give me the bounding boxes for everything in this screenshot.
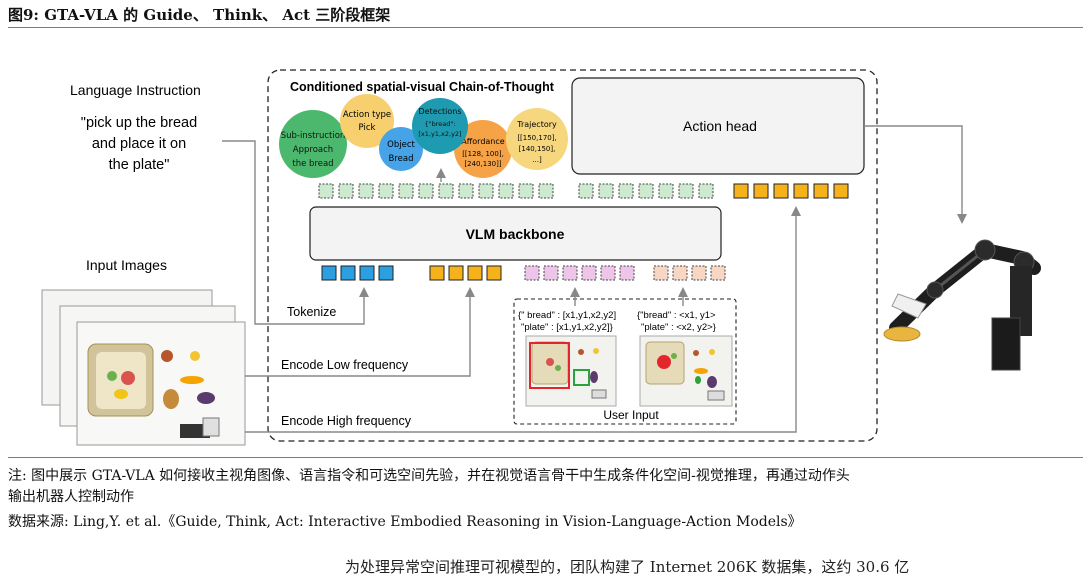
bread-point-marker bbox=[657, 355, 671, 369]
bubble-trajectory-line1: [[150,170], bbox=[517, 134, 556, 142]
bbox-prior-line2: "plate" : [x1,y1,x2,y2]} bbox=[521, 322, 613, 333]
bubble-subinstruction-line1: Approach bbox=[293, 145, 333, 155]
figure-note-continued: 输出机器人控制动作 bbox=[8, 489, 134, 505]
bubble-detections-title: Detections bbox=[418, 107, 461, 116]
arrow-encode-low bbox=[245, 287, 475, 377]
bubble-action-type-line1: Pick bbox=[359, 123, 376, 133]
bubble-subinstruction: Sub-instruction Approach the bread bbox=[279, 110, 347, 178]
bubble-affordance-title: Affordance bbox=[461, 137, 504, 146]
bubble-detections-line1: {"bread": bbox=[424, 120, 455, 128]
point-prior-line2: "plate" : <x2, y2>} bbox=[641, 322, 716, 333]
robot-arm-icon bbox=[883, 239, 1041, 371]
encode-high-label: Encode High frequency bbox=[281, 414, 412, 428]
bubble-detections: Detections {"bread": [x1,y1,x2,y2] bbox=[412, 98, 468, 154]
cot-title: Conditioned spatial-visual Chain-of-Thou… bbox=[290, 80, 555, 94]
bread-icon bbox=[163, 389, 179, 409]
bbox-prior-line1: {" bread" : [x1,y1,x2,y2] bbox=[518, 310, 616, 321]
action-head-label: Action head bbox=[683, 118, 757, 134]
instruction-line2: and place it on bbox=[92, 136, 186, 152]
input-token-row bbox=[321, 265, 726, 281]
bubble-affordance: Affordance [[128, 100], [240,130]] bbox=[454, 120, 512, 178]
cup-icon bbox=[161, 350, 173, 362]
bread-bbox bbox=[529, 342, 570, 389]
bubble-affordance-line2: [240,130]] bbox=[464, 160, 501, 168]
user-image-point bbox=[639, 335, 733, 407]
eggplant-icon bbox=[197, 392, 215, 404]
tokenize-label: Tokenize bbox=[287, 305, 336, 319]
bubble-object: Object Bread bbox=[379, 127, 423, 171]
bubble-subinstruction-title: Sub-instruction bbox=[281, 131, 346, 141]
input-images-title: Input Images bbox=[86, 257, 167, 273]
encode-low-label: Encode Low frequency bbox=[281, 358, 409, 372]
bubble-trajectory-line3: ...] bbox=[532, 156, 542, 164]
user-input-label: User Input bbox=[603, 408, 659, 422]
user-input-box bbox=[513, 298, 737, 425]
bubble-object-title: Object bbox=[387, 140, 415, 150]
title-rule bbox=[8, 27, 1083, 28]
vlm-backbone-label: VLM backbone bbox=[466, 226, 565, 242]
bubble-object-line1: Bread bbox=[389, 154, 414, 164]
body-text-cut: 为处理异常空间推理可视模型的，团队构建了 Internet 206K 数据集，这… bbox=[345, 558, 910, 576]
arrow-encode-high bbox=[245, 206, 801, 433]
point-prior-line1: {"bread" : <x1, y1> bbox=[637, 310, 716, 321]
input-images-stack bbox=[41, 289, 246, 446]
cot-token-row bbox=[318, 183, 714, 199]
figure-note: 注: 图中展示 GTA-VLA 如何接收主视角图像、语言指令和可选空间先验，并在… bbox=[8, 468, 850, 484]
plate-bbox bbox=[573, 369, 590, 386]
bubble-trajectory-line2: [140,150], bbox=[519, 145, 556, 153]
vlm-backbone-box bbox=[309, 206, 722, 261]
apple-icon bbox=[121, 371, 135, 385]
bubble-action-type: Action type Pick bbox=[340, 94, 394, 148]
instruction-line1: "pick up the bread bbox=[81, 115, 197, 131]
user-image-bbox bbox=[525, 335, 617, 407]
bubble-trajectory: Trajectory [[150,170], [140,150], ...] bbox=[506, 108, 568, 170]
bubble-subinstruction-line2: the bread bbox=[292, 159, 333, 169]
action-token-row bbox=[733, 183, 849, 199]
bubble-detections-line2: [x1,y1,x2,y2] bbox=[418, 130, 461, 138]
arrow-tokenize bbox=[222, 140, 369, 325]
arrow-action-to-robot bbox=[864, 125, 967, 224]
data-source: 数据来源: Ling,Y. et al.《Guide, Think, Act: … bbox=[8, 514, 802, 530]
instruction-line3: the plate" bbox=[109, 157, 170, 173]
bubble-trajectory-title: Trajectory bbox=[516, 120, 557, 129]
notes-rule bbox=[8, 457, 1083, 458]
figure-title: 图9: GTA-VLA 的 Guide、 Think、 Act 三阶段框架 bbox=[8, 6, 391, 24]
banana-icon bbox=[180, 376, 204, 384]
bread-in-gripper bbox=[883, 326, 921, 342]
framework-frame bbox=[267, 69, 878, 442]
bubble-action-type-title: Action type bbox=[343, 110, 391, 120]
language-instruction-title: Language Instruction bbox=[70, 82, 201, 98]
bubble-affordance-line1: [[128, 100], bbox=[462, 150, 504, 158]
